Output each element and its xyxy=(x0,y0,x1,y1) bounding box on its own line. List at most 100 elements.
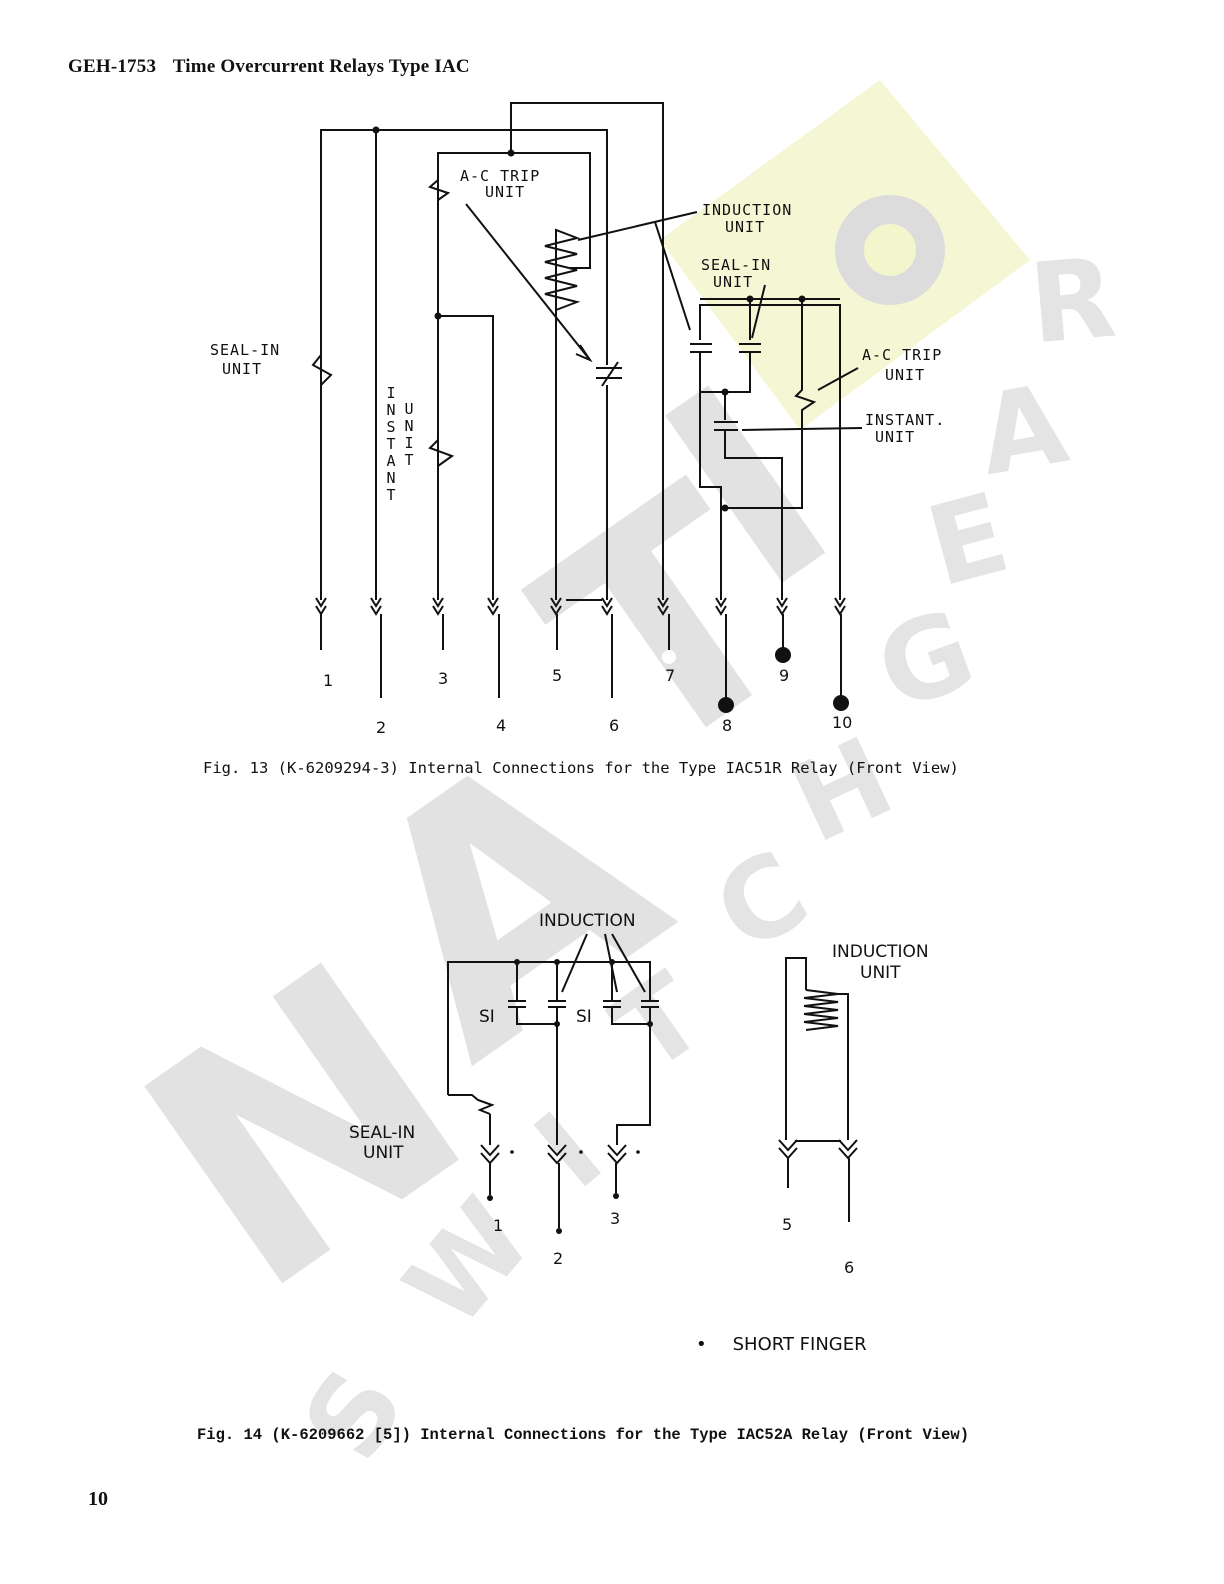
wire xyxy=(699,304,841,600)
terminal-1 xyxy=(315,597,334,664)
leader-line xyxy=(561,933,588,993)
ac-trip-unit-right-label: A-C TRIP xyxy=(862,346,942,364)
fig13-terminals xyxy=(315,597,849,713)
terminal-label: 3 xyxy=(610,1209,620,1228)
junction-dot xyxy=(647,1021,653,1027)
leader-line xyxy=(817,367,859,391)
leader-line xyxy=(577,211,698,241)
induction-coil xyxy=(544,228,581,600)
instant-vertical-label: INSTANT xyxy=(382,384,400,503)
terminal-label: 2 xyxy=(553,1249,563,1268)
short-finger-legend: • SHORT FINGER xyxy=(696,1334,867,1355)
mechanical-link xyxy=(465,203,591,361)
terminal-label: 10 xyxy=(832,713,852,732)
legend-label: SHORT FINGER xyxy=(732,1334,867,1355)
terminal-label: 1 xyxy=(493,1216,503,1235)
terminal-3 xyxy=(432,597,450,664)
seal-in-unit-left-label: UNIT xyxy=(222,360,262,378)
terminal-label: 9 xyxy=(779,666,789,685)
page-number: 10 xyxy=(88,1488,108,1510)
wire xyxy=(510,102,664,600)
page-header: GEH-1753 Time Overcurrent Relays Type IA… xyxy=(68,56,470,78)
fig14-terminal-5 xyxy=(778,1139,798,1196)
fig14-terminal-1 xyxy=(480,1144,500,1201)
short-finger-dot xyxy=(510,1150,514,1154)
wire xyxy=(725,299,817,509)
leader-line xyxy=(654,221,691,331)
si-label: SI xyxy=(576,1007,592,1027)
junction-dot xyxy=(554,1021,560,1027)
contact xyxy=(601,361,619,387)
terminal-label: 2 xyxy=(376,718,386,737)
junction-dot xyxy=(721,504,729,512)
terminal-7 xyxy=(657,597,676,664)
terminal-label: 1 xyxy=(323,671,333,690)
seal-in-coil xyxy=(311,354,333,386)
terminal-label: 4 xyxy=(496,716,506,735)
wire xyxy=(447,961,651,1095)
instant-coil xyxy=(428,439,455,467)
wire xyxy=(724,430,783,600)
fig14-diagram: INDUCTION SI SI SEAL-IN UNIT INDUCTION U… xyxy=(349,911,929,1277)
seal-in-coil xyxy=(448,1094,495,1115)
seal-in-unit-label: UNIT xyxy=(363,1143,404,1163)
fig14-caption: Fig. 14 (K-6209662 [5]) Internal Connect… xyxy=(197,1426,970,1444)
terminal-label: 3 xyxy=(438,669,448,688)
seal-in-unit-label: SEAL-IN xyxy=(349,1123,415,1143)
fig14-terminal-3 xyxy=(607,1144,627,1199)
terminal-5 xyxy=(550,597,564,664)
fig14-terminal-6 xyxy=(838,1139,858,1230)
induction-label: INDUCTION xyxy=(539,911,636,931)
ac-trip-coil xyxy=(428,179,451,201)
induction-unit-label: INDUCTION xyxy=(702,201,792,219)
junction-dot xyxy=(507,149,515,157)
doc-number: GEH-1753 xyxy=(68,56,157,77)
terminal-label: 5 xyxy=(782,1215,792,1234)
terminal-10 xyxy=(833,597,849,711)
instant-unit-right-label: INSTANT. xyxy=(865,411,945,429)
ac-trip-unit-label: A-C TRIP xyxy=(460,167,540,185)
short-finger-dot xyxy=(636,1150,640,1154)
induction-unit-label: UNIT xyxy=(860,963,901,983)
terminal-label: 6 xyxy=(844,1258,854,1277)
seal-in-unit-label: UNIT xyxy=(713,273,753,291)
arrow-head xyxy=(575,344,593,363)
wire xyxy=(616,1007,651,1145)
wire xyxy=(785,957,807,1140)
terminal-4 xyxy=(487,597,506,712)
fig13-diagram: 1 2 3 4 5 6 7 8 9 10 A-C TRIP UNIT INDUC… xyxy=(210,102,945,737)
terminal-label: 5 xyxy=(552,666,562,685)
wire xyxy=(699,352,751,393)
wire xyxy=(838,993,849,1140)
leader-line xyxy=(611,933,646,993)
terminal-6 xyxy=(601,597,619,712)
si-label: SI xyxy=(479,1007,495,1027)
wire xyxy=(699,392,722,600)
terminal-9 xyxy=(775,597,791,663)
seal-in-unit-left-label: SEAL-IN xyxy=(210,341,280,359)
fig13-caption: Fig. 13 (K-6209294-3) Internal Connectio… xyxy=(203,759,959,777)
doc-title: Time Overcurrent Relays Type IAC xyxy=(172,56,470,77)
leader-line xyxy=(751,284,766,339)
short-finger-dot xyxy=(579,1150,583,1154)
terminal-label: 6 xyxy=(609,716,619,735)
wire xyxy=(438,315,494,600)
induction-coil xyxy=(803,989,839,1031)
wire xyxy=(611,1007,652,1025)
leader-line xyxy=(604,933,618,993)
ac-trip-unit-label: UNIT xyxy=(485,183,525,201)
fig14-terminal-2 xyxy=(547,1144,567,1234)
wire xyxy=(320,129,608,600)
induction-unit-label: UNIT xyxy=(725,218,765,236)
wire xyxy=(516,1007,557,1025)
terminal-label: 8 xyxy=(722,716,732,735)
legend-dot-icon: • xyxy=(696,1334,707,1355)
terminal-label: 7 xyxy=(665,666,675,685)
wire xyxy=(437,152,591,600)
induction-unit-label: INDUCTION xyxy=(832,942,929,962)
ac-trip-unit-right-label: UNIT xyxy=(885,366,925,384)
instant-unit-right-label: UNIT xyxy=(875,428,915,446)
terminal-2 xyxy=(370,597,388,712)
seal-in-unit-label: SEAL-IN xyxy=(701,256,771,274)
